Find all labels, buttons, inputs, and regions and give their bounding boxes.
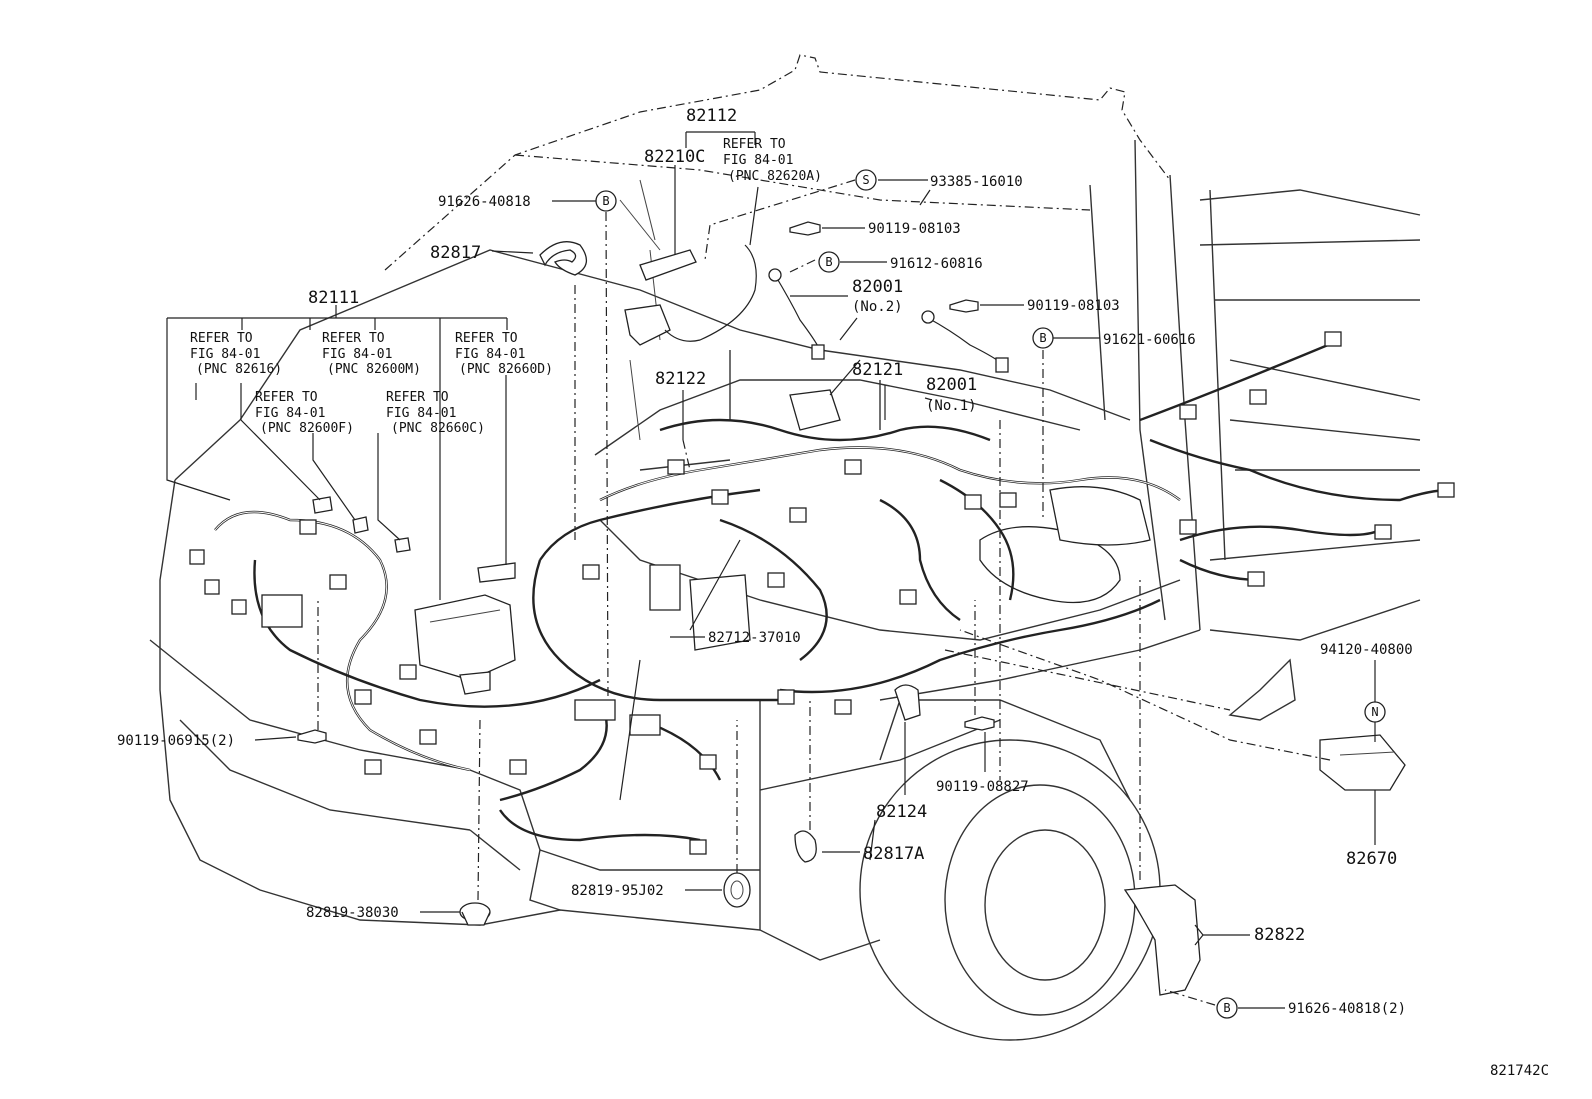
marker-n-94120-40800: N [1364,701,1386,723]
marker-s-93385-16010: S [855,169,877,191]
vehicle-body-outline [149,54,1421,1041]
label-82819-38030: 82819-38030 [306,905,399,921]
note-line: REFER TO [386,390,449,405]
marker-b-91626-40818-2: B [1216,997,1238,1019]
marker-b-label: B [1223,1001,1230,1015]
label-82817: 82817 [430,243,481,263]
note-line: FIG 84-01 [255,406,325,421]
label-82670: 82670 [1346,849,1397,869]
note-line: FIG 84-01 [455,347,525,362]
part-labels: 82112 82210C 91626-40818 82817 82111 933… [117,106,1549,1079]
bolt-90119-08103-a [789,221,821,236]
label-82122: 82122 [655,369,706,389]
note-line: FIG 84-01 [190,347,260,362]
markers: B S B B N B [595,169,1386,1019]
label-82001-no1-sub: (No.1) [926,398,977,414]
marker-b-label: B [602,194,609,208]
note-pnc-82616: REFER TO FIG 84-01 (PNC 82616) [190,331,282,377]
note-line: REFER TO [455,331,518,346]
bolts [297,221,995,744]
label-91626-40818: 91626-40818 [438,194,531,210]
marker-b-label: B [825,255,832,269]
label-90119-08103-a: 90119-08103 [868,221,961,237]
bolt-90119-08103-b [949,299,979,313]
label-82712-37010: 82712-37010 [708,630,801,646]
label-91626-40818-2: 91626-40818(2) [1288,1001,1406,1017]
note-line: (PNC 82600F) [260,421,354,436]
leader-lines [166,131,1376,1009]
label-82121: 82121 [852,360,903,380]
label-82001-no1: 82001 [926,375,977,395]
bolt-90119-08827 [964,716,995,731]
label-82111: 82111 [308,288,359,308]
label-90119-06915: 90119-06915(2) [117,733,235,749]
bolt-90119-06915 [297,729,327,744]
marker-s-label: S [862,173,869,187]
note-line: (PNC 82600M) [327,362,421,377]
note-line: REFER TO [322,331,385,346]
diagram-id: 821742C [1490,1063,1549,1079]
note-pnc-82600m: REFER TO FIG 84-01 (PNC 82600M) [322,331,421,377]
note-line: (PNC 82620A) [728,169,822,184]
marker-b-91612-60816: B [818,251,840,273]
label-82124: 82124 [876,802,927,822]
label-90119-08103-b: 90119-08103 [1027,298,1120,314]
note-line: (PNC 82616) [196,362,282,377]
note-pnc-82660c: REFER TO FIG 84-01 (PNC 82660C) [386,390,485,436]
label-82822: 82822 [1254,925,1305,945]
note-line: (PNC 82660D) [459,362,553,377]
marker-n-label: N [1371,705,1378,719]
note-line: FIG 84-01 [386,406,456,421]
label-82001-no2-sub: (No.2) [852,299,903,315]
label-94120-40800: 94120-40800 [1320,642,1413,658]
note-line: (PNC 82660C) [391,421,485,436]
note-line: REFER TO [255,390,318,405]
label-90119-08827: 90119-08827 [936,779,1029,795]
marker-b-91626-40818: B [595,190,617,212]
refer-to-notes: REFER TO FIG 84-01 (PNC 82620A) REFER TO… [190,137,822,436]
label-82817a: 82817A [863,844,924,864]
label-82210c: 82210C [644,147,705,167]
note-pnc-82660d: REFER TO FIG 84-01 (PNC 82660D) [455,331,553,377]
engine-and-harness [189,241,1455,996]
label-82112: 82112 [686,106,737,126]
marker-b-91621-60616: B [1032,327,1054,349]
note-line: REFER TO [190,331,253,346]
note-line: FIG 84-01 [723,153,793,168]
note-line: FIG 84-01 [322,347,392,362]
label-91621-60616: 91621-60616 [1103,332,1196,348]
label-91612-60816: 91612-60816 [890,256,983,272]
label-82819-95j02: 82819-95J02 [571,883,664,899]
note-pnc-82620a: REFER TO FIG 84-01 (PNC 82620A) [723,137,822,184]
note-line: REFER TO [723,137,786,152]
note-pnc-82600f: REFER TO FIG 84-01 (PNC 82600F) [255,390,354,436]
label-82001-no2: 82001 [852,277,903,297]
label-93385-16010: 93385-16010 [930,174,1023,190]
marker-b-label: B [1039,331,1046,345]
